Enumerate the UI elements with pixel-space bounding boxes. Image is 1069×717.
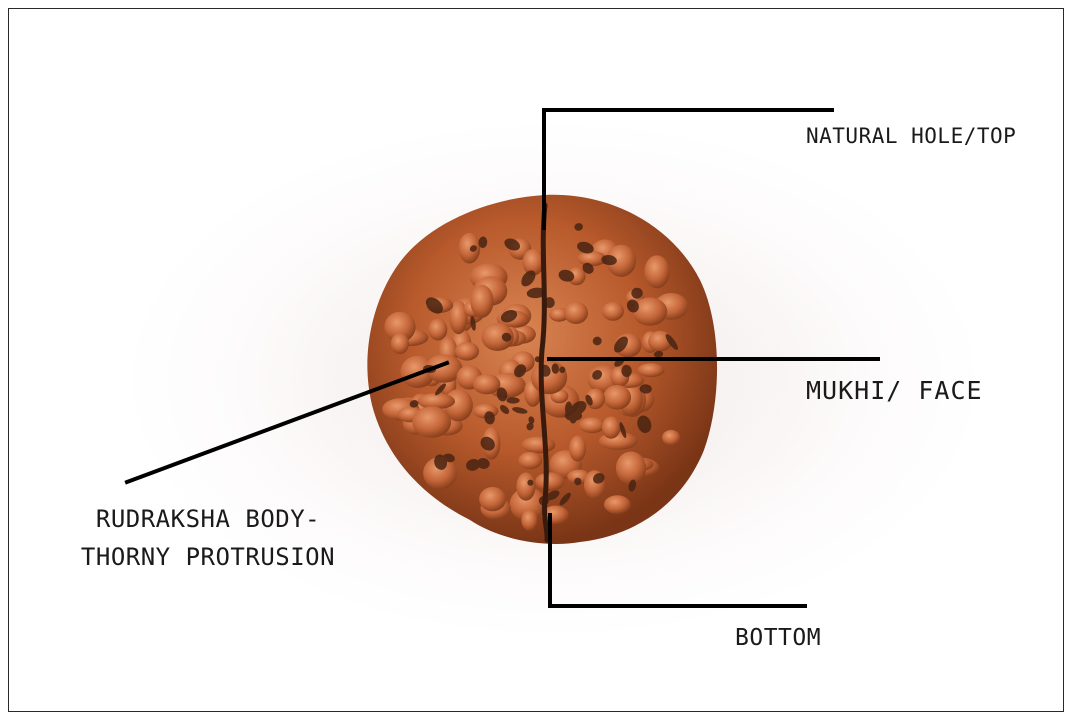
- bead-bump: [521, 510, 537, 531]
- bead-bump: [479, 487, 506, 511]
- bead-bump: [569, 436, 586, 462]
- bead-bump: [470, 285, 493, 318]
- bead-bump: [518, 452, 542, 469]
- bead-bump: [564, 302, 588, 324]
- label-mukhi-face: MUKHI/ FACE: [806, 376, 983, 405]
- bead-bump: [455, 342, 479, 361]
- bead-bump: [531, 360, 567, 394]
- bead-bump: [418, 393, 456, 409]
- bead-bump: [602, 302, 624, 321]
- bead-bump: [603, 385, 631, 410]
- bead-bump: [604, 495, 631, 514]
- bead-bump: [516, 473, 535, 501]
- label-bottom: BOTTOM: [735, 625, 821, 651]
- bead-bump: [579, 417, 606, 433]
- bead-bump: [644, 255, 669, 288]
- bead-bump: [391, 333, 409, 354]
- bead-bump: [616, 452, 646, 485]
- bead-bump: [428, 319, 447, 341]
- label-natural-hole-top: NATURAL HOLE/TOP: [806, 124, 1016, 148]
- bead-bump: [535, 472, 565, 490]
- label-rudraksha-body-line2: THORNY PROTRUSION: [38, 538, 378, 576]
- bead-bump: [662, 430, 680, 445]
- label-rudraksha-body-line1: RUDRAKSHA BODY-: [38, 500, 378, 538]
- bead-bump: [602, 417, 620, 439]
- label-rudraksha-body: RUDRAKSHA BODY- THORNY PROTRUSION: [38, 500, 378, 576]
- bead-bump: [473, 374, 501, 394]
- bead-bump: [412, 406, 451, 437]
- bead-bump: [522, 437, 556, 454]
- bead-bump: [632, 298, 667, 326]
- bead-bump: [638, 363, 665, 377]
- bead-bump: [459, 233, 481, 264]
